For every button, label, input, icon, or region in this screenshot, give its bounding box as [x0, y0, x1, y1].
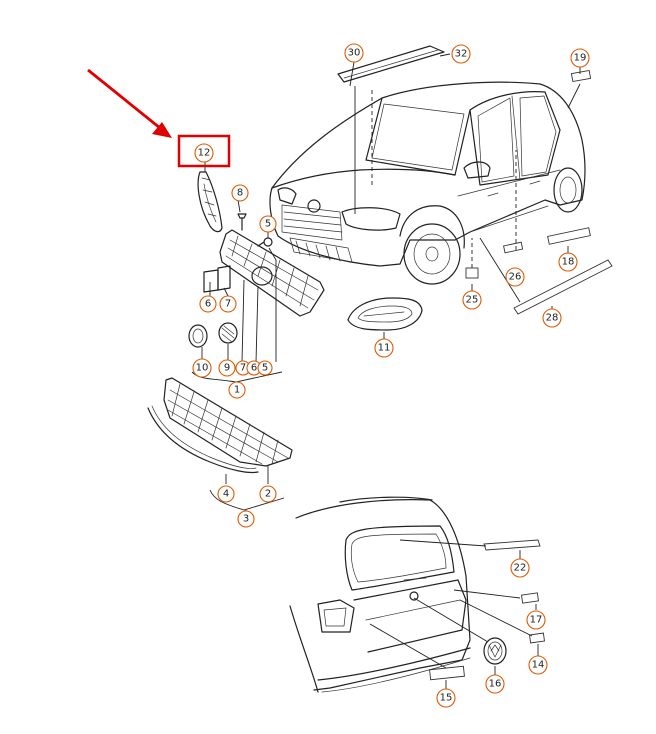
svg-text:5: 5	[265, 219, 271, 230]
svg-text:2: 2	[265, 489, 271, 500]
callout-17: 17	[526, 610, 546, 630]
callout-6: 6	[199, 295, 217, 313]
callout-30: 30	[344, 43, 364, 63]
callout-11: 11	[374, 338, 394, 358]
side-grille-part-12	[197, 171, 223, 233]
svg-text:12: 12	[198, 148, 211, 159]
svg-text:14: 14	[532, 660, 545, 671]
clip-part-5	[257, 237, 273, 247]
svg-text:10: 10	[196, 363, 209, 374]
trim-strip-part-4	[147, 405, 259, 474]
callout-1: 1	[228, 381, 246, 399]
callout-14: 14	[528, 655, 548, 675]
callout-18: 18	[558, 252, 578, 272]
callout-32: 32	[451, 44, 471, 64]
car-front-body	[269, 81, 586, 285]
fog-light-surround-part-11	[347, 297, 423, 331]
callout-9: 9	[218, 359, 236, 377]
badge-parts-6-7	[203, 265, 231, 293]
callout-25: 25	[462, 290, 482, 310]
svg-text:7: 7	[225, 299, 231, 310]
svg-text:7: 7	[240, 363, 246, 374]
side-strips	[465, 69, 613, 315]
svg-text:17: 17	[530, 615, 543, 626]
svg-text:32: 32	[455, 49, 468, 60]
svg-text:22: 22	[514, 563, 527, 574]
callout-19: 19	[570, 48, 590, 68]
car-rear-body	[289, 496, 471, 693]
callout-5b: 5	[257, 360, 273, 376]
svg-text:19: 19	[574, 53, 587, 64]
callout-8: 8	[231, 184, 249, 202]
rear-strips	[429, 539, 545, 681]
callout-26: 26	[505, 267, 525, 287]
callout-22: 22	[510, 558, 530, 578]
callout-4: 4	[217, 485, 235, 503]
svg-text:18: 18	[562, 257, 575, 268]
callout-2: 2	[259, 485, 277, 503]
callout-10: 10	[192, 358, 212, 378]
emblem-part-10	[188, 324, 208, 348]
screw-part-8	[237, 213, 247, 231]
svg-text:25: 25	[466, 295, 479, 306]
svg-text:28: 28	[546, 313, 559, 324]
svg-text:30: 30	[348, 48, 361, 59]
emblem-base-part-9	[218, 322, 238, 344]
svg-text:5: 5	[262, 363, 268, 374]
svg-text:9: 9	[224, 363, 230, 374]
callout-3: 3	[237, 510, 255, 528]
svg-text:8: 8	[237, 188, 243, 199]
callout-7: 7	[219, 295, 237, 313]
callout-5: 5	[259, 215, 277, 233]
main-grille-part	[219, 229, 325, 317]
svg-text:3: 3	[243, 514, 249, 525]
highlight-arrow	[87, 68, 172, 138]
callout-16: 16	[485, 674, 505, 694]
svg-text:6: 6	[205, 299, 211, 310]
lower-grille-part-2	[163, 377, 293, 467]
svg-text:15: 15	[440, 693, 453, 704]
svg-text:11: 11	[378, 343, 391, 354]
highlight-box-12	[177, 134, 231, 168]
svg-text:26: 26	[509, 272, 522, 283]
svg-text:1: 1	[234, 385, 240, 396]
rear-emblem-part-16	[483, 637, 507, 665]
roof-spoiler-part	[337, 45, 445, 83]
svg-text:4: 4	[223, 489, 229, 500]
callout-12: 12	[194, 143, 214, 163]
svg-text:6: 6	[251, 363, 257, 374]
callout-28: 28	[542, 308, 562, 328]
svg-text:16: 16	[489, 679, 502, 690]
callout-15: 15	[436, 688, 456, 708]
